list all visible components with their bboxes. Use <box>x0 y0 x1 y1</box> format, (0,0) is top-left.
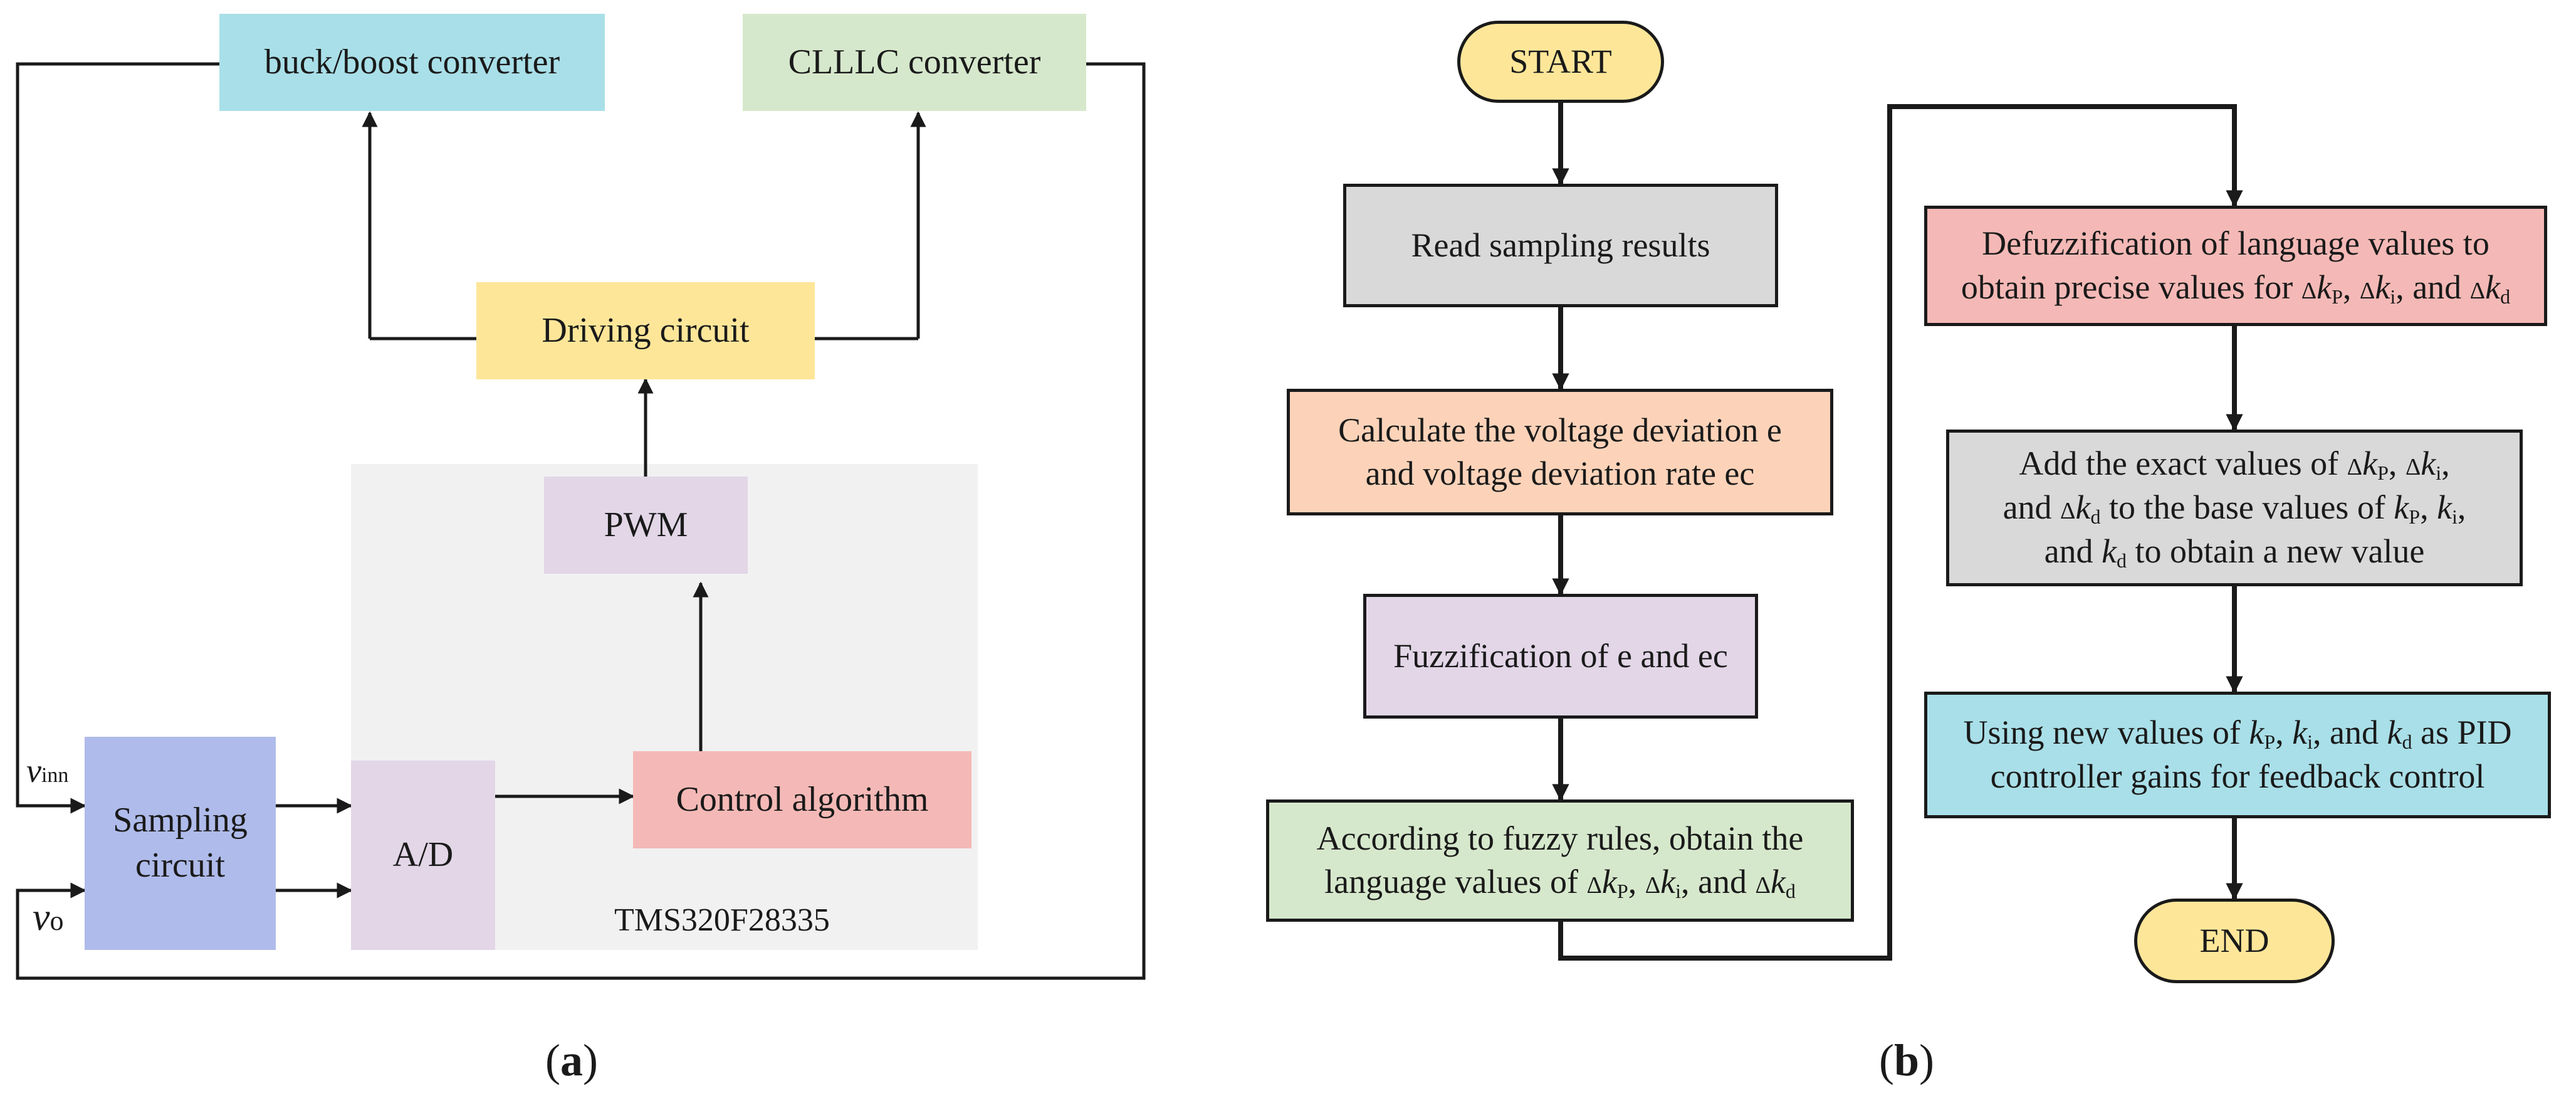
buck-boost-converter-box: buck/boost converter <box>219 14 605 111</box>
add-line2: and Δkd to the base values of kP, ki, <box>2003 488 2466 529</box>
feedback-vo <box>16 62 1146 980</box>
add-exact-values-box: Add the exact values of ΔkP, Δki, and Δk… <box>1946 430 2523 586</box>
driving-circuit-box: Driving circuit <box>476 282 815 379</box>
calculate-line1: Calculate the voltage deviation e <box>1338 411 1782 449</box>
ad-converter-box: A/D <box>351 761 495 950</box>
caption-a: (a) <box>545 1035 598 1085</box>
fuzzy-rules-line1: According to fuzzy rules, obtain the <box>1316 819 1804 857</box>
fuzzy-rules-box: According to fuzzy rules, obtain the lan… <box>1266 799 1854 922</box>
add-line1: Add the exact values of ΔkP, Δki, <box>2019 445 2450 485</box>
read-sampling-label: Read sampling results <box>1411 226 1710 264</box>
calculate-deviation-box: Calculate the voltage deviation e and vo… <box>1287 389 1833 515</box>
sampling-label-line2: circuit <box>135 846 226 885</box>
defuzzification-box: Defuzzification of language values to ob… <box>1924 206 2547 326</box>
using-line2: controller gains for feedback control <box>1990 757 2485 796</box>
signal-vo: vo <box>33 895 64 940</box>
caption-b-letter: b <box>1893 1035 1920 1085</box>
calculate-line2: and voltage deviation rate ec <box>1365 455 1755 492</box>
flow-rules-defuzz <box>1558 104 2243 961</box>
using-line1: Using new values of kP, ki, and kd as PI… <box>1963 714 2512 754</box>
ad-label: A/D <box>392 835 454 875</box>
feedback-vinn <box>16 62 219 814</box>
end-terminal: END <box>2134 899 2335 983</box>
defuzz-line1: Defuzzification of language values to <box>1982 224 2490 263</box>
chip-label: TMS320F28335 <box>614 902 830 939</box>
sampling-circuit-box: Sampling circuit <box>85 737 276 950</box>
control-algorithm-box: Control algorithm <box>633 751 971 848</box>
add-line3: and kd to obtain a new value <box>2044 532 2425 572</box>
end-label: END <box>2199 921 2270 959</box>
chip-label-text: TMS320F28335 <box>614 902 830 938</box>
sampling-label-line1: Sampling <box>113 801 248 840</box>
pwm-label: PWM <box>604 505 688 544</box>
fuzzification-label: Fuzzification of e and ec <box>1393 636 1728 675</box>
signal-vo-letter: v <box>33 896 50 939</box>
start-terminal: START <box>1457 21 1664 103</box>
signal-vo-sub: o <box>50 905 64 936</box>
driving-circuit-label: Driving circuit <box>542 310 750 350</box>
fuzzy-rules-line2: language values of ΔkP, Δki, and Δkd <box>1324 863 1796 903</box>
signal-vinn-letter: v <box>26 752 41 789</box>
signal-vinn-sub: inn <box>41 764 69 787</box>
defuzz-line2: obtain precise values for ΔkP, Δki, and … <box>1961 268 2511 308</box>
pwm-box: PWM <box>544 477 748 574</box>
control-algorithm-label: Control algorithm <box>676 779 929 819</box>
clllc-label: CLLLC converter <box>788 42 1041 82</box>
caption-a-letter: a <box>560 1035 583 1085</box>
using-new-values-box: Using new values of kP, ki, and kd as PI… <box>1924 692 2551 818</box>
clllc-converter-box: CLLLC converter <box>743 14 1086 111</box>
caption-b: (b) <box>1879 1035 1935 1085</box>
fuzzification-box: Fuzzification of e and ec <box>1363 594 1758 719</box>
read-sampling-box: Read sampling results <box>1343 184 1778 307</box>
start-label: START <box>1509 42 1612 80</box>
signal-vinn: vinn <box>26 751 68 790</box>
buck-boost-label: buck/boost converter <box>264 42 560 82</box>
